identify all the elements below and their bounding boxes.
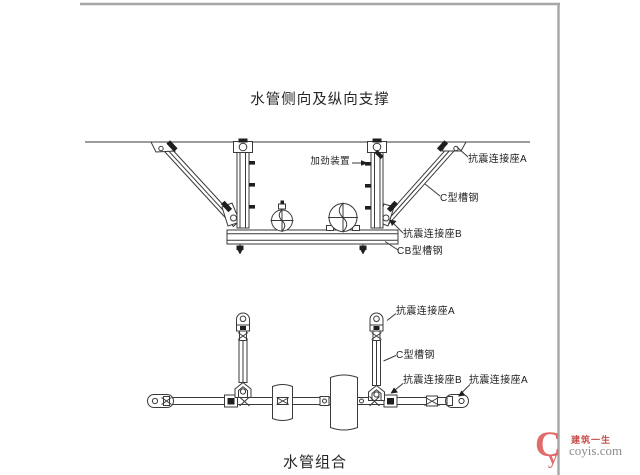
lower-diagram — [147, 312, 471, 431]
pipe-section-large — [326, 202, 360, 233]
upper-diagram — [85, 138, 530, 255]
right-vertical-member — [368, 312, 398, 408]
upper-diagram-title: 水管侧向及纵向支撑 — [250, 92, 390, 108]
label-upper-cb-channel: CB型槽钢 — [397, 246, 443, 257]
label-upper-seismic-seat-b: 抗震连接座B — [403, 229, 463, 240]
left-vertical-member — [224, 312, 252, 408]
watermark: C y 建筑一生 coyis.com — [535, 424, 635, 472]
lower-leader-lines — [383, 313, 471, 397]
label-upper-seismic-seat-a: 抗震连接座A — [468, 154, 528, 165]
watermark-logo-c: C — [535, 424, 561, 464]
right-vertical-strut — [365, 138, 387, 229]
bar-mid-connectors — [319, 396, 364, 406]
frame-lines — [80, 2, 560, 475]
watermark-brand-text: 建筑一生 — [571, 435, 612, 445]
label-lower-c-channel: C型槽钢 — [396, 350, 435, 361]
label-lower-seismic-seat-a-right: 抗震连接座A — [469, 375, 529, 386]
left-diagonal-brace — [150, 140, 241, 228]
pipe-plan-large — [330, 374, 358, 431]
left-end-connector — [147, 394, 174, 408]
cb-channel — [226, 229, 399, 255]
upper-leader-lines — [352, 146, 469, 251]
pipe-plan-small — [272, 384, 293, 421]
right-bar-clamp — [424, 395, 440, 407]
label-lower-seismic-seat-a-top: 抗震连接座A — [396, 306, 456, 317]
watermark-logo-y: y — [548, 448, 558, 469]
lower-diagram-title: 水管组合 — [283, 454, 348, 471]
pipe-section-small — [270, 200, 294, 232]
lower-horizontal-member — [169, 397, 449, 405]
right-diagonal-brace — [377, 140, 467, 227]
label-stiffener-device: 加劲装置 — [310, 156, 350, 167]
right-end-connector — [445, 394, 469, 408]
left-vertical-strut — [233, 138, 255, 229]
watermark-site-text: coyis.com — [569, 443, 623, 458]
label-upper-c-channel: C型槽钢 — [440, 193, 479, 204]
label-lower-seismic-seat-b: 抗震连接座B — [403, 375, 463, 386]
